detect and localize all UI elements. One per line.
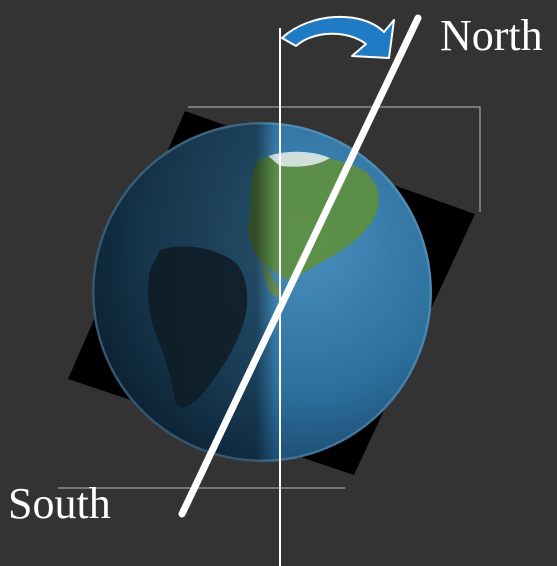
greenland-ice [268,151,330,167]
north-america-landmass [248,154,379,282]
guide-frame-top [188,106,481,212]
earth-globe [92,122,432,462]
south-label: South [8,479,111,528]
curved-arrow-clockwise-icon [281,16,395,59]
north-label: North [440,11,543,60]
tilted-axis-line [178,14,422,518]
